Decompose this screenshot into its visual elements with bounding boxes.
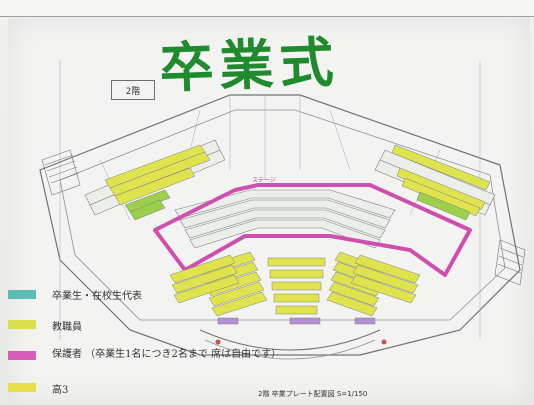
right-yellow-rows (350, 254, 421, 304)
legend-label-guardians: 保護者 （卒業生1名につき2名まで 席は自由です） (52, 349, 282, 360)
guardian-area-outline (153, 183, 472, 277)
legend-swatch-staff (8, 320, 36, 329)
stairs (41, 149, 526, 286)
legend-label-students: 卒業生・在校生代表 (52, 291, 142, 302)
building-outline (39, 94, 521, 356)
top-sheet-edge (0, 0, 534, 17)
center-white-seats (174, 189, 396, 249)
left-yellow-rows (169, 254, 240, 304)
legend-label-grade3: 高3 (52, 385, 69, 396)
plan-caption: 2階 卒業プレート配置図 S=1/150 (258, 390, 368, 398)
inner-outline (59, 109, 506, 321)
right-wing-seats (374, 144, 496, 221)
marker-left (215, 339, 221, 345)
left-wing-seats (84, 139, 226, 221)
marker-right (381, 339, 387, 345)
floor-label: 2階 (111, 80, 155, 100)
legend-swatch-students (8, 290, 36, 299)
balcony-edge (199, 329, 381, 351)
legend-label-staff: 教職員 (52, 322, 82, 333)
legend-swatch-guardians (8, 351, 36, 360)
staff-seats (217, 317, 376, 325)
legend-swatch-grade3 (8, 383, 36, 392)
stage-label: ステージ (252, 177, 276, 184)
